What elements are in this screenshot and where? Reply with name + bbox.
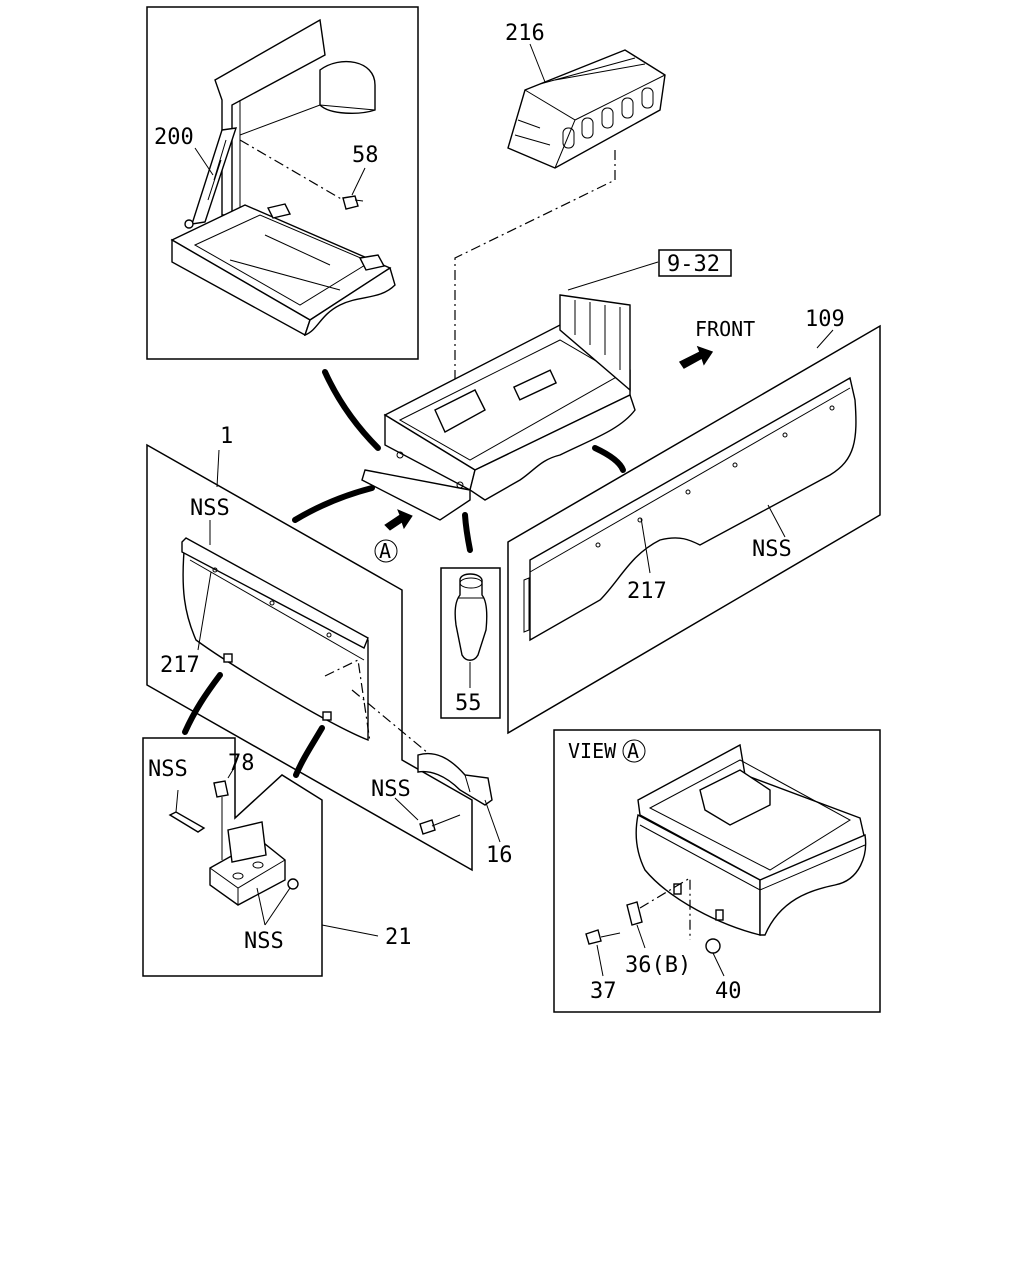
label-216: 216	[505, 21, 545, 46]
part-216-cover: 216	[454, 21, 666, 395]
label-109: 109	[805, 307, 845, 332]
label-nss-hinge-bottom: NSS	[244, 929, 284, 954]
label-78: 78	[228, 751, 255, 776]
part-55-inset: 55	[440, 567, 501, 719]
cover-slots	[562, 87, 654, 149]
label-view: VIEW	[568, 739, 617, 763]
label-nss-latch: NSS	[371, 777, 411, 802]
label-view-marker-a: A	[379, 539, 391, 563]
label-front: FRONT	[695, 317, 755, 341]
label-21: 21	[385, 925, 412, 950]
label-200: 200	[154, 125, 194, 150]
part-21-hinge-inset: NSS 78 NSS 21	[142, 737, 412, 977]
label-9-32: 9-32	[667, 252, 720, 277]
label-55: 55	[455, 691, 482, 716]
label-view-circle-a: A	[627, 739, 639, 763]
label-58: 58	[352, 143, 379, 168]
label-16: 16	[486, 843, 513, 868]
label-37: 37	[590, 979, 617, 1004]
label-nss-hinge: NSS	[148, 757, 188, 782]
label-nss-side: NSS	[752, 537, 792, 562]
inset-tailgate-detail: 200 58	[146, 6, 419, 360]
truck-bed-assembly: 9-32 FRONT A	[361, 249, 755, 563]
part-109-side-panel: 109 NSS 217	[507, 307, 881, 735]
label-nss-tailgate: NSS	[190, 496, 230, 521]
label-217-side: 217	[627, 579, 667, 604]
label-36b: 36(B)	[625, 953, 691, 978]
view-a-inset: VIEW A 37 36(B) 40	[553, 729, 881, 1013]
label-40: 40	[715, 979, 742, 1004]
label-1: 1	[220, 424, 233, 449]
label-217-tailgate: 217	[160, 653, 200, 678]
part-1-tailgate: 1 NSS 217 16 NSS	[146, 424, 513, 872]
leader-arcs	[182, 369, 626, 778]
